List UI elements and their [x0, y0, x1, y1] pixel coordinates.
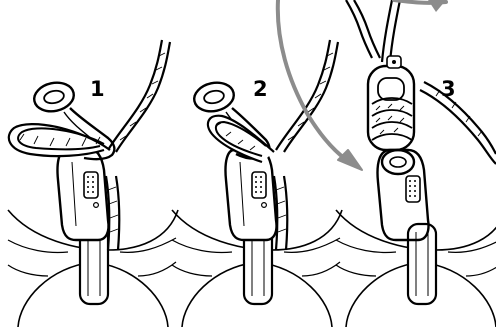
step-number-3: 3 [441, 79, 456, 100]
transition-arrow-icon [278, 0, 446, 170]
figure-eight-descender-icon [368, 56, 414, 174]
step-3-illustration [336, 0, 496, 327]
step-number-2: 2 [253, 79, 268, 100]
step-number-1: 1 [90, 79, 105, 100]
